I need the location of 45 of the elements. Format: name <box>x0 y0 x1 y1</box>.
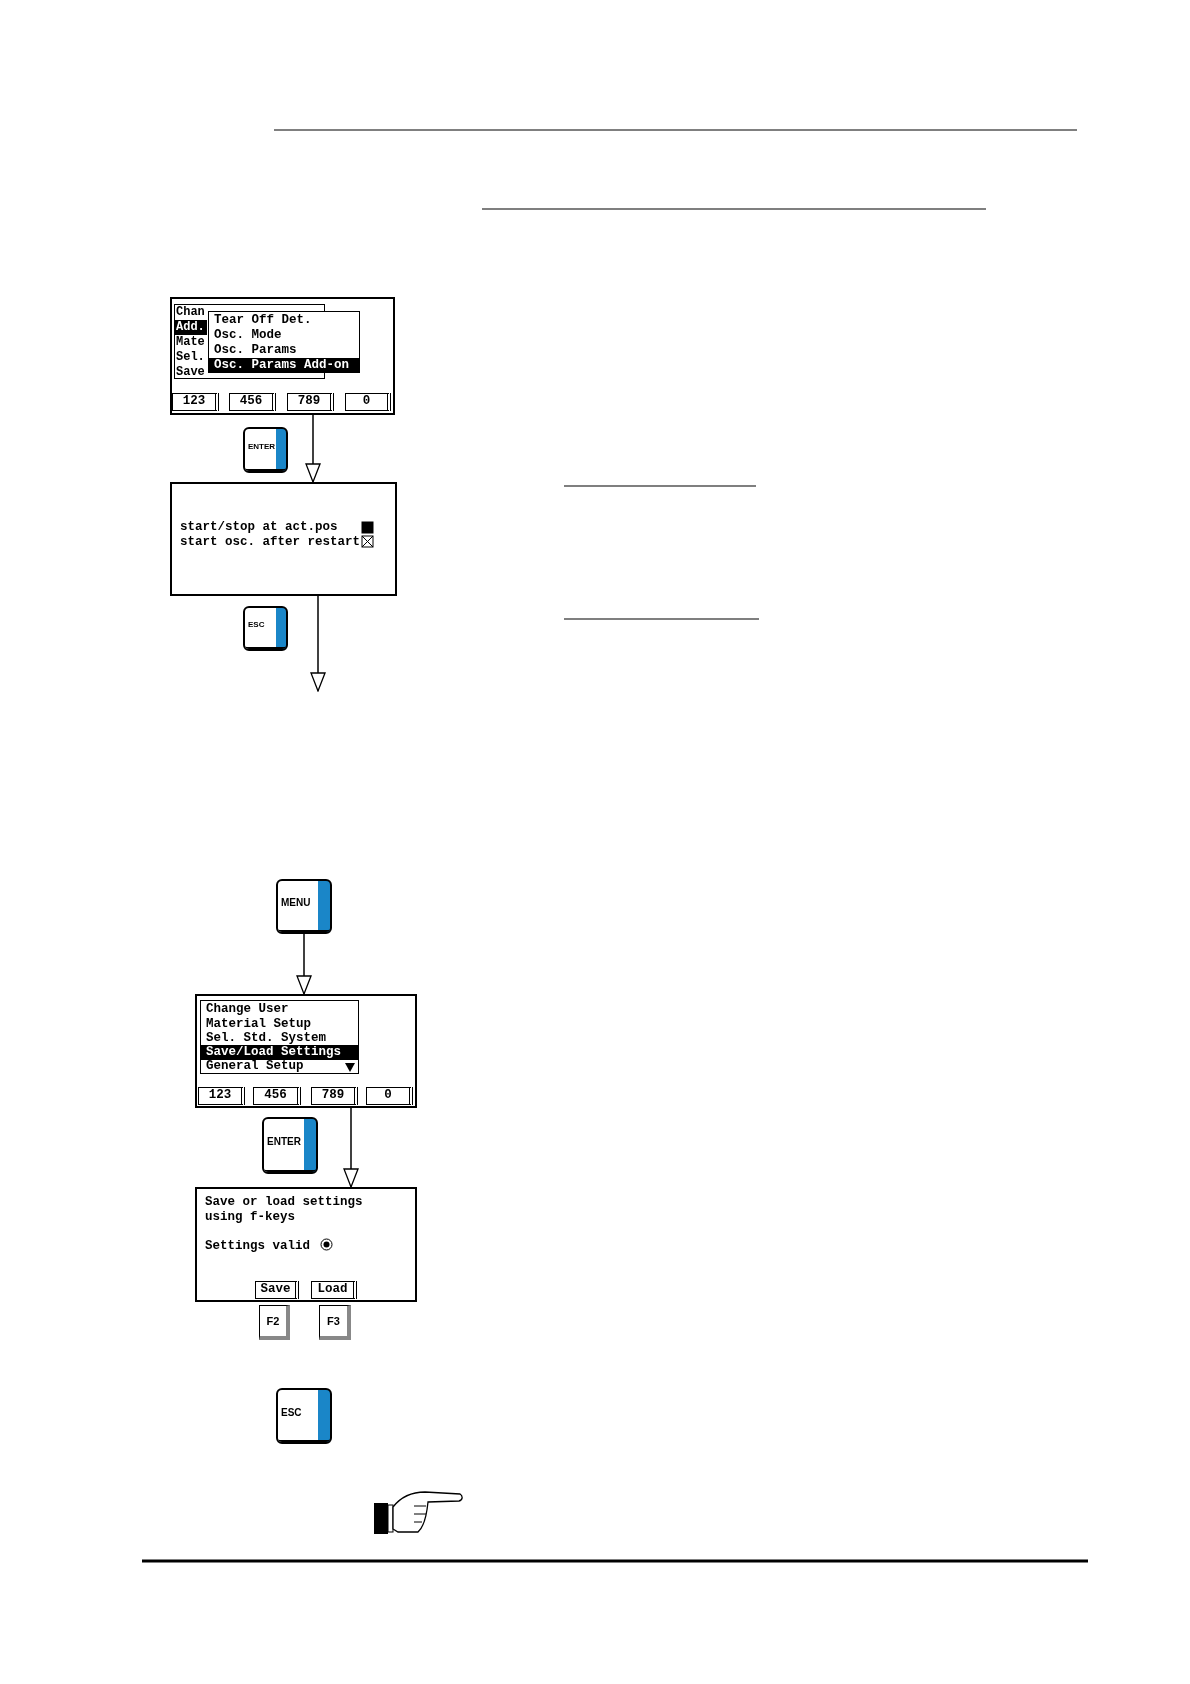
menu-item: Save <box>175 365 206 380</box>
esc-key: ESC <box>243 606 288 651</box>
esc-key: ESC <box>276 1388 332 1444</box>
menu-key: MENU <box>276 879 332 934</box>
down-arrow <box>296 933 312 995</box>
softkey-label: 123 <box>198 1087 245 1105</box>
screen-text: start osc. after restart <box>180 535 361 550</box>
menu-item: Osc. Mode <box>213 328 283 343</box>
display-screen <box>170 297 395 415</box>
softkey-label: 456 <box>253 1087 301 1105</box>
softkey-label: 789 <box>287 393 334 411</box>
display-screen <box>195 1187 417 1302</box>
selected-menu-item: Save/Load Settings <box>201 1045 358 1060</box>
softkey-label: Save <box>255 1281 299 1299</box>
softkey-label: 0 <box>345 393 391 411</box>
selected-menu-item: Add. <box>175 320 207 335</box>
softkey-label: 456 <box>229 393 276 411</box>
screen-text: Save or load settings using f-keys <box>205 1195 364 1225</box>
down-arrow <box>343 1107 359 1188</box>
down-arrow <box>305 414 321 483</box>
softkey-label: 789 <box>311 1087 358 1105</box>
menu-item: Mate <box>175 335 206 350</box>
enter-key: ENTER <box>262 1117 318 1174</box>
menu-item: Sel. Std. System <box>205 1031 328 1046</box>
display-screen <box>170 482 397 596</box>
screen-text: Settings valid <box>205 1239 311 1254</box>
menu-item: Chan <box>175 305 206 320</box>
enter-key: ENTER <box>243 427 288 473</box>
selected-menu-item: Osc. Params Add-on <box>209 358 359 373</box>
menu-item: Sel. <box>175 350 206 365</box>
softkey-label: 123 <box>172 393 219 411</box>
function-key: F3 <box>319 1305 351 1340</box>
softkey-label: 0 <box>366 1087 413 1105</box>
down-arrow <box>310 595 326 692</box>
menu-item: Tear Off Det. <box>213 313 313 328</box>
menu-item: Material Setup <box>205 1017 313 1032</box>
screen-text: start/stop at act.pos <box>180 520 338 535</box>
menu-item: Change User <box>205 1002 290 1017</box>
menu-item: Osc. Params <box>213 343 298 358</box>
display-screen <box>195 994 417 1108</box>
function-key: F2 <box>259 1305 290 1340</box>
menu-item: General Setup <box>205 1059 305 1074</box>
menu-list <box>200 1000 359 1074</box>
softkey-label: Load <box>311 1281 357 1299</box>
popup-menu <box>208 311 360 373</box>
